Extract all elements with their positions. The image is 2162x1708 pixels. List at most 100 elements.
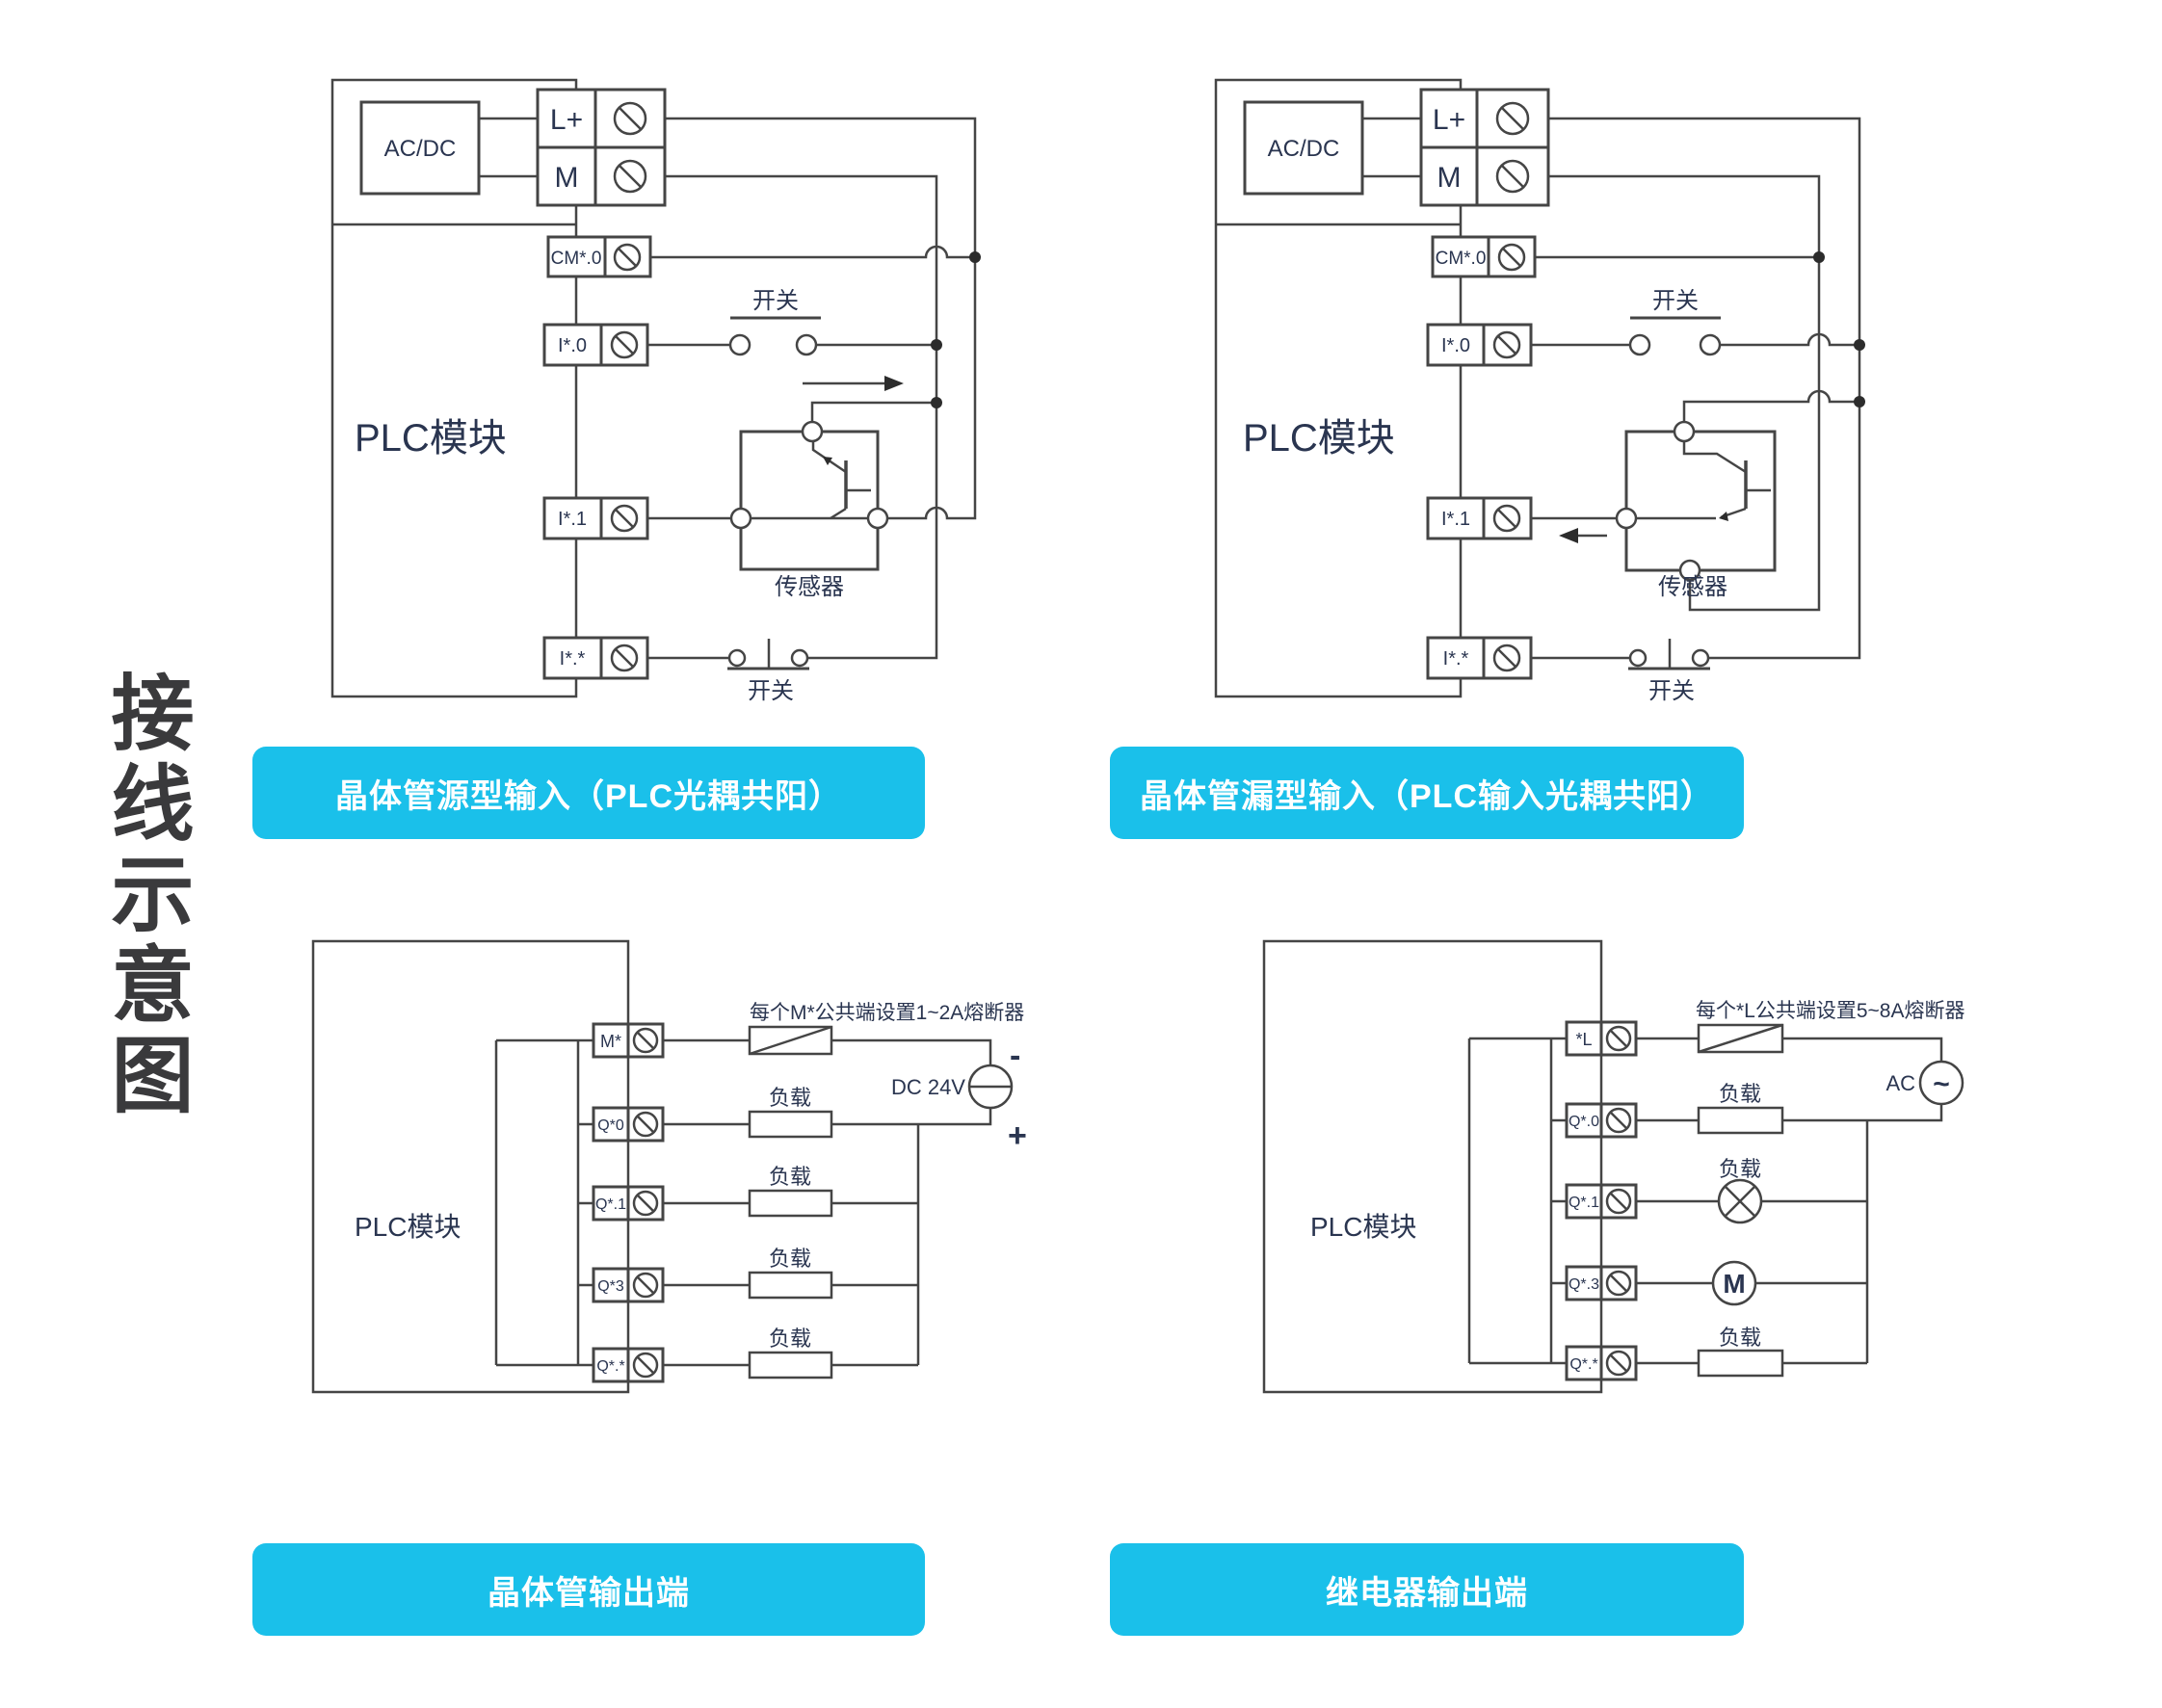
svg-text:I*.0: I*.0	[1441, 335, 1470, 356]
svg-text:M: M	[1437, 162, 1462, 194]
svg-text:L+: L+	[1433, 104, 1465, 136]
plc-module-box: PLC模块	[311, 939, 630, 1394]
current-direction-arrow	[1559, 528, 1607, 543]
load-q1: 负载	[748, 1165, 833, 1218]
terminal-cm0: CM*.0	[546, 235, 652, 278]
plc-module-label: PLC模块	[355, 1212, 461, 1242]
svg-text:负载: 负载	[769, 1165, 811, 1189]
svg-text:负载: 负载	[769, 1247, 811, 1271]
transistor-icon	[1682, 441, 1771, 521]
terminal-q0: Q*0	[592, 1106, 665, 1143]
motor-icon: M	[1711, 1260, 1757, 1306]
svg-text:I*.*: I*.*	[560, 648, 586, 670]
terminal-q1: Q*.1	[592, 1185, 665, 1222]
switch-top: 开关	[728, 288, 821, 356]
svg-text:M: M	[1723, 1269, 1745, 1299]
terminal-l: *L	[1565, 1020, 1638, 1057]
terminal-qx: Q*.*	[592, 1347, 665, 1383]
svg-text:Q*3: Q*3	[597, 1278, 624, 1295]
terminal-i1: I*.1	[542, 496, 649, 540]
transistor-source-input-diagram: AC/DC PLC模块 L+ M CM*.0 I*.0 I*.1	[330, 78, 981, 704]
wiring	[663, 1038, 992, 1367]
load-q0: 负载	[1697, 1082, 1784, 1135]
plc-module-label: PLC模块	[355, 417, 507, 460]
terminal-i0: I*.0	[1426, 323, 1533, 367]
terminal-q0: Q*.0	[1565, 1102, 1638, 1139]
terminal-q3: Q*3	[592, 1267, 665, 1303]
svg-text:AC: AC	[1885, 1071, 1915, 1095]
svg-text:M: M	[555, 162, 579, 194]
sensor-label: 传感器	[775, 574, 844, 600]
svg-text:CM*.0: CM*.0	[1436, 249, 1487, 269]
current-direction-arrow	[803, 376, 904, 391]
caption-transistor-source-input: 晶体管源型输入（PLC光耦共阳）	[252, 747, 925, 839]
terminal-qx: Q*.*	[1565, 1345, 1638, 1381]
fuse-note: 每个*L公共端设置5~8A熔断器	[1696, 1000, 1964, 1022]
caption-transistor-output: 晶体管输出端	[252, 1543, 925, 1636]
load-qx: 负载	[748, 1327, 833, 1380]
switch-bottom: 开关	[727, 639, 809, 704]
svg-text:Q*.*: Q*.*	[596, 1358, 624, 1375]
ac-source: AC ~	[1885, 1060, 1964, 1106]
transistor-output-diagram: PLC模块 M* Q*0 Q*.1 Q*3	[311, 939, 1027, 1394]
wiring	[1362, 117, 1865, 660]
svg-text:负载: 负载	[1719, 1326, 1761, 1350]
svg-text:Q*.*: Q*.*	[1569, 1356, 1597, 1373]
acdc-label: AC/DC	[1268, 136, 1340, 162]
terminal-ix: I*.*	[1426, 636, 1533, 680]
relay-output-diagram: PLC模块 *L Q*.0 Q*.1 Q*.3	[1262, 939, 1964, 1394]
terminal-cm0: CM*.0	[1431, 235, 1537, 278]
fuse-note: 每个M*公共端设置1~2A熔断器	[750, 1002, 1024, 1024]
svg-text:DC 24V: DC 24V	[891, 1075, 965, 1099]
terminal-m-star: M*	[592, 1022, 665, 1059]
terminal-lplus: L+	[1419, 88, 1550, 149]
wiring	[479, 117, 981, 660]
fuse: 每个*L公共端设置5~8A熔断器	[1696, 1000, 1964, 1054]
svg-text:I*.1: I*.1	[1441, 509, 1470, 530]
terminal-m: M	[1419, 145, 1550, 207]
svg-text:+: +	[1008, 1117, 1027, 1154]
terminal-lplus: L+	[536, 88, 667, 149]
svg-text:I*.1: I*.1	[558, 509, 587, 530]
svg-text:负载: 负载	[769, 1086, 811, 1110]
svg-text:负载: 负载	[1719, 1157, 1761, 1181]
caption-relay-output: 继电器输出端	[1110, 1543, 1744, 1636]
terminal-ix: I*.*	[542, 636, 649, 680]
plc-module-label: PLC模块	[1310, 1212, 1416, 1242]
svg-text:开关: 开关	[752, 288, 799, 314]
terminal-i0: I*.0	[542, 323, 649, 367]
internal-bus	[1467, 1037, 1567, 1365]
switch-bottom: 开关	[1628, 639, 1710, 704]
load-q0: 负载	[748, 1086, 833, 1139]
svg-text:CM*.0: CM*.0	[551, 249, 602, 269]
terminal-q1: Q*.1	[1565, 1183, 1638, 1220]
sensor: 传感器	[729, 420, 889, 600]
svg-text:开关: 开关	[748, 678, 794, 704]
motor-q3: M	[1711, 1260, 1757, 1306]
terminal-m: M	[536, 145, 667, 207]
svg-text:Q*.0: Q*.0	[1569, 1114, 1599, 1130]
svg-text:I*.0: I*.0	[558, 335, 587, 356]
load-q3: 负载	[748, 1247, 833, 1300]
svg-text:L+: L+	[550, 104, 583, 136]
svg-text:*L: *L	[1575, 1030, 1592, 1049]
fuse: 每个M*公共端设置1~2A熔断器	[748, 1002, 1024, 1056]
svg-text:I*.*: I*.*	[1443, 648, 1469, 670]
svg-text:开关: 开关	[1648, 678, 1695, 704]
svg-text:Q*.1: Q*.1	[1569, 1195, 1599, 1211]
svg-text:Q*.1: Q*.1	[595, 1196, 626, 1213]
wiring	[1636, 1037, 1943, 1365]
dc-source: DC 24V - +	[891, 1038, 1027, 1154]
svg-text:负载: 负载	[1719, 1082, 1761, 1106]
transistor-icon	[811, 441, 871, 520]
terminal-q3: Q*.3	[1565, 1265, 1638, 1301]
lamp-q1: 负载	[1717, 1157, 1763, 1224]
acdc-label: AC/DC	[384, 136, 457, 162]
svg-text:~: ~	[1933, 1068, 1950, 1100]
page-title: 接线示意图	[98, 670, 191, 1122]
load-qx: 负载	[1697, 1326, 1784, 1378]
transistor-sink-input-diagram: AC/DC PLC模块 L+ M CM*.0 I*.0 I*.1	[1214, 78, 1865, 704]
sensor: 传感器	[1615, 420, 1777, 600]
svg-text:负载: 负载	[769, 1327, 811, 1351]
plc-module-label: PLC模块	[1243, 417, 1395, 460]
